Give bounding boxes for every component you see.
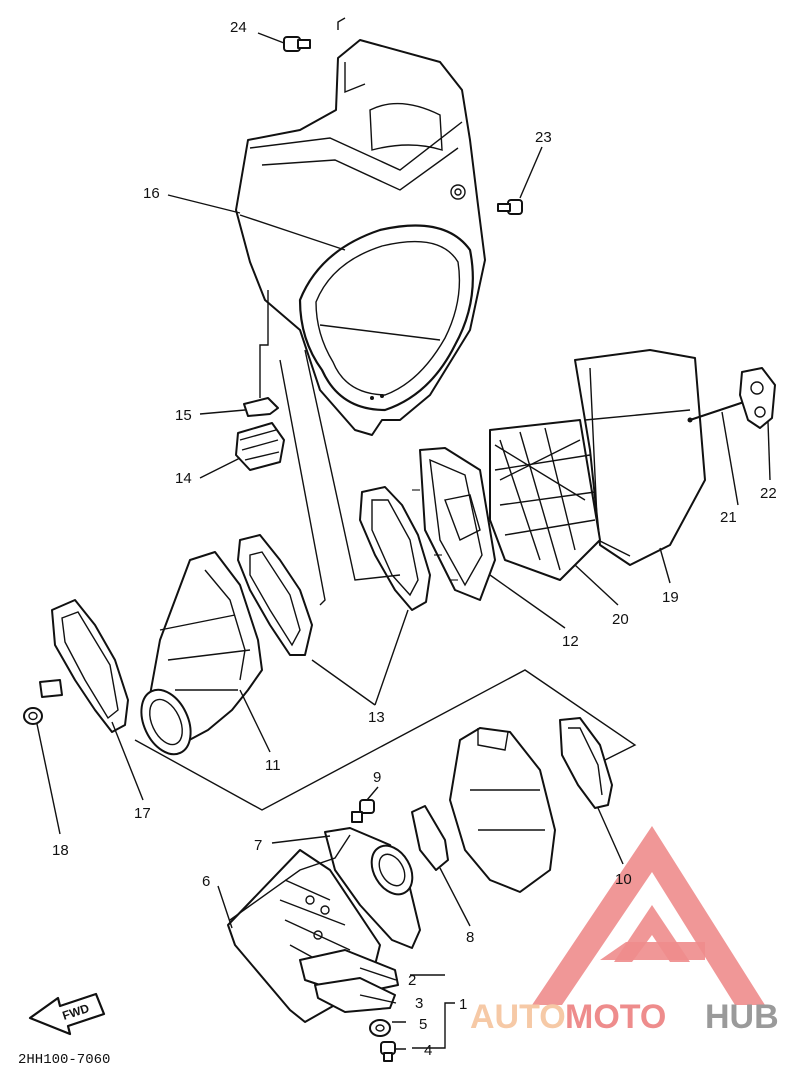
joint-part-14 [235, 422, 285, 471]
callout-24: 24 [230, 19, 247, 36]
callout-1: 1 [459, 996, 467, 1013]
clamp-part-8 [411, 805, 449, 871]
watermark-logo [532, 826, 765, 1005]
bolt-part-23 [497, 146, 543, 215]
part-code-label: 2HH100-7060 [18, 1052, 110, 1068]
callout-18: 18 [52, 842, 69, 859]
callout-5: 5 [419, 1016, 427, 1033]
bolt-part-24 [257, 32, 311, 52]
leader-lines [36, 194, 771, 1050]
callout-20: 20 [612, 611, 629, 628]
wing-nut-part-22 [739, 367, 776, 429]
carburetor-joint-part-7 [324, 827, 421, 949]
callout-23: 23 [535, 129, 552, 146]
callout-3: 3 [415, 995, 423, 1012]
callout-11: 11 [265, 757, 281, 774]
callout-14: 14 [175, 470, 192, 487]
gasket-part-13 [237, 486, 431, 656]
watermark-auto: AUTO [470, 998, 566, 1036]
band-part-17 [39, 599, 129, 733]
watermark-moto: MOTO [565, 998, 666, 1036]
forward-arrow: FWD [28, 992, 106, 1036]
bolt-part-9 [351, 799, 375, 823]
air-duct-part-11 [140, 551, 263, 756]
screw-part-4 [380, 1041, 396, 1062]
filter-guide-part-20 [489, 419, 601, 581]
joint-plate-part-12 [412, 447, 496, 601]
callout-10: 10 [615, 871, 632, 888]
reed-stopper-parts-2-3 [299, 949, 399, 1013]
callout-19: 19 [662, 589, 679, 606]
callout-13: 13 [368, 709, 385, 726]
assembly-lines [134, 17, 637, 921]
callout-21: 21 [720, 509, 737, 526]
callout-6: 6 [202, 873, 210, 890]
callout-8: 8 [466, 929, 474, 946]
carburetor [449, 727, 556, 893]
callout-22: 22 [760, 485, 777, 502]
callout-labels: 24 23 16 15 14 21 22 19 20 12 13 11 17 1… [52, 19, 777, 1059]
watermark-hub: HUB [705, 998, 779, 1036]
watermark-text: AUTO MOTO HUB [470, 998, 779, 1036]
callout-16: 16 [143, 185, 160, 202]
clip-part-15 [243, 397, 279, 417]
bolt-part-21 [687, 398, 751, 423]
nut-part-18 [23, 707, 43, 725]
clamp-part-10 [559, 717, 613, 809]
callout-2: 2 [408, 972, 416, 989]
callout-7: 7 [254, 837, 262, 854]
air-filter-element-part-19 [574, 349, 706, 566]
callout-15: 15 [175, 407, 192, 424]
callout-17: 17 [134, 805, 151, 822]
callout-9: 9 [373, 769, 381, 786]
callout-4: 4 [424, 1042, 432, 1059]
air-box-part-16 [235, 39, 486, 436]
callout-12: 12 [562, 633, 579, 650]
washer-part-5 [369, 1019, 391, 1037]
